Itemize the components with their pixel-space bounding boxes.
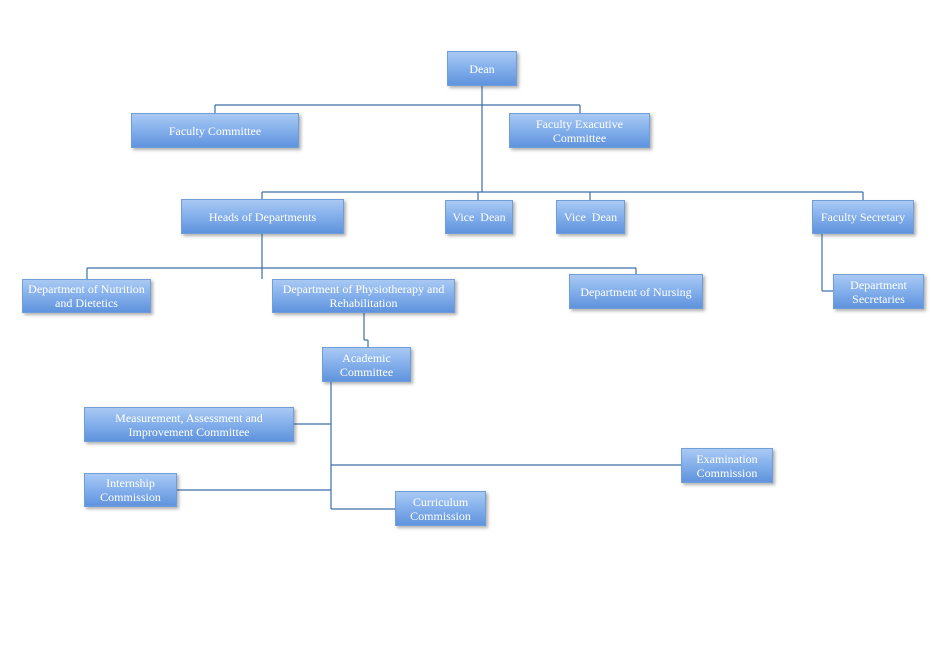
measurement-committee-box: Measurement, Assessment and Improvement … [84, 407, 294, 442]
academic-committee-box: Academic Committee [322, 347, 411, 382]
department-secretaries-box: Department Secretaries [833, 274, 924, 309]
faculty-committee-label: Faculty Committee [168, 123, 262, 138]
dept-nursing-label: Department of Nursing [580, 284, 692, 299]
dean-label: Dean [469, 61, 495, 76]
department-secretaries-label: Department Secretaries [850, 277, 907, 306]
dept-nursing-box: Department of Nursing [569, 274, 703, 309]
internship-commission-box: Internship Commission [84, 473, 177, 507]
vice-dean-label-2: Vice Dean [563, 210, 618, 224]
vice-dean-label-1: Vice Dean [452, 210, 506, 224]
measurement-committee-label: Measurement, Assessment and Improvement … [115, 410, 263, 439]
faculty-secretary-label: Faculty Secretary [820, 210, 906, 224]
faculty-committee-box: Faculty Committee [131, 113, 299, 148]
dept-physiotherapy-label: Department of Physiotherapy and Rehabili… [282, 282, 445, 310]
vice-dean-box-1: Vice Dean [445, 200, 513, 234]
vice-dean-box-2: Vice Dean [556, 200, 625, 234]
heads-of-departments-box: Heads of Departments [181, 199, 344, 234]
academic-committee-label: Academic Committee [339, 350, 394, 379]
dept-physiotherapy-box: Department of Physiotherapy and Rehabili… [272, 279, 455, 313]
examination-commission-box: Examination Commission [681, 448, 773, 483]
examination-commission-label: Examination Commission [696, 451, 758, 480]
faculty-secretary-box: Faculty Secretary [812, 200, 914, 234]
faculty-executive-committee-label: Faculty Exacutive Committee [536, 116, 623, 145]
dept-nutrition-label: Department of Nutrition and Dietetics [28, 282, 145, 310]
curriculum-commission-box: Curriculum Commission [395, 491, 486, 526]
curriculum-commission-label: Curriculum Commission [410, 494, 471, 523]
dean-box: Dean [447, 51, 517, 86]
internship-commission-label: Internship Commission [100, 476, 161, 504]
faculty-executive-committee-box: Faculty Exacutive Committee [509, 113, 650, 148]
dept-nutrition-box: Department of Nutrition and Dietetics [22, 279, 151, 313]
heads-of-departments-label: Heads of Departments [208, 209, 317, 224]
